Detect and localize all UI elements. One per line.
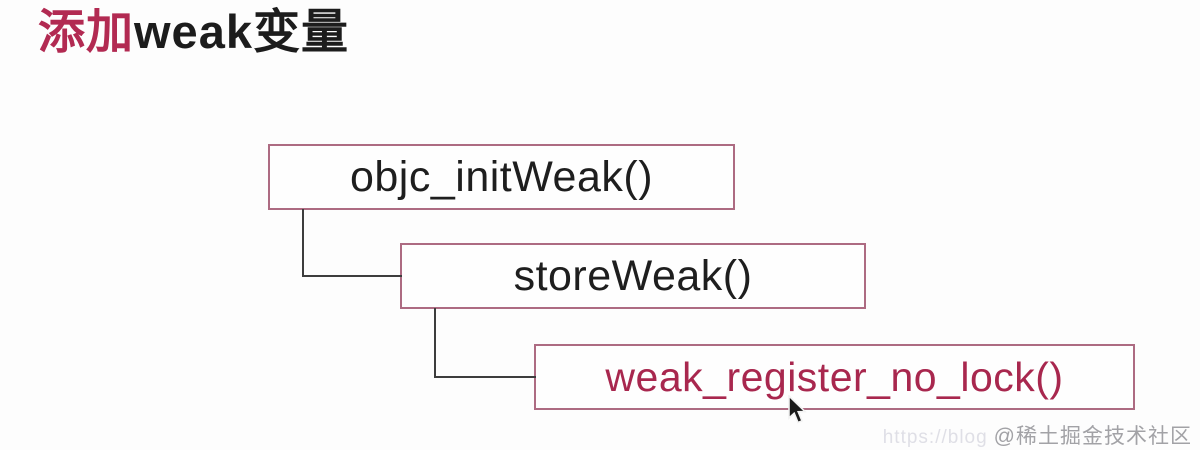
diagram-node-weak-register-no-lock: weak_register_no_lock() [534,344,1135,410]
connector-2-vertical [434,308,436,378]
connector-1-horizontal [302,275,402,277]
watermark: https://blog @稀土掘金技术社区 [883,420,1192,450]
page-title: 添加weak变量 [38,6,349,58]
page-title-rest: weak变量 [134,5,349,58]
watermark-url-fragment: https://blog [882,427,988,448]
node-label: storeWeak() [513,251,753,300]
node-label: objc_initWeak() [349,152,654,201]
page-title-highlight: 添加 [38,5,134,58]
connector-1-vertical [302,209,304,277]
diagram-node-storeweak: storeWeak() [400,243,866,309]
watermark-community-label: @稀土掘金技术社区 [993,425,1192,448]
connector-2-horizontal [434,376,536,378]
diagram-node-objc-initweak: objc_initWeak() [268,144,735,210]
node-label: weak_register_no_lock() [605,353,1064,400]
